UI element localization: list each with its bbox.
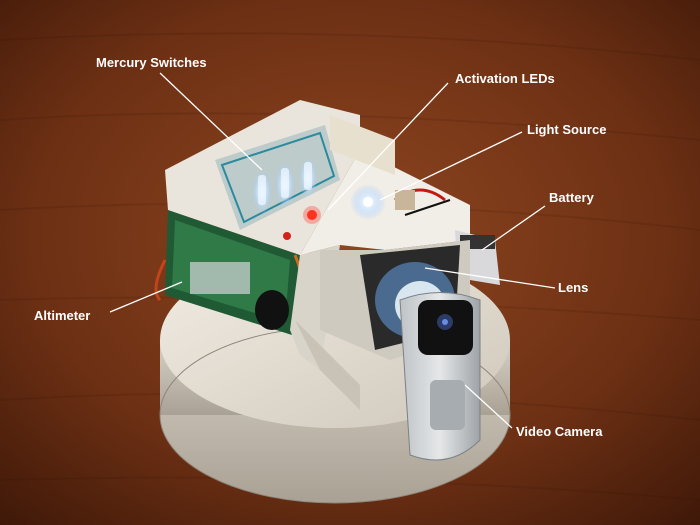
video-camera-body — [399, 292, 481, 461]
activation-led-dots — [283, 206, 321, 240]
lens-line — [424, 267, 556, 289]
label-video-camera: Video Camera — [516, 424, 603, 439]
label-activation-leds: Activation LEDs — [455, 71, 555, 86]
light-source-led — [350, 184, 451, 220]
activation-leds-line — [327, 82, 449, 211]
label-lens: Lens — [558, 280, 589, 295]
callout-lines — [109, 72, 556, 429]
label-mercury-switches: Mercury Switches — [96, 55, 207, 70]
altimeter-board — [154, 210, 306, 335]
label-light-source: Light Source — [527, 122, 607, 137]
battery-line — [481, 205, 546, 251]
label-altimeter: Altimeter — [34, 308, 91, 323]
light-source-line — [379, 131, 523, 201]
video-camera-line — [464, 384, 513, 429]
mercury-switches-line — [159, 72, 263, 171]
mercury-switch-vials — [252, 158, 317, 214]
label-battery: Battery — [549, 190, 594, 205]
altimeter-line — [109, 281, 183, 313]
